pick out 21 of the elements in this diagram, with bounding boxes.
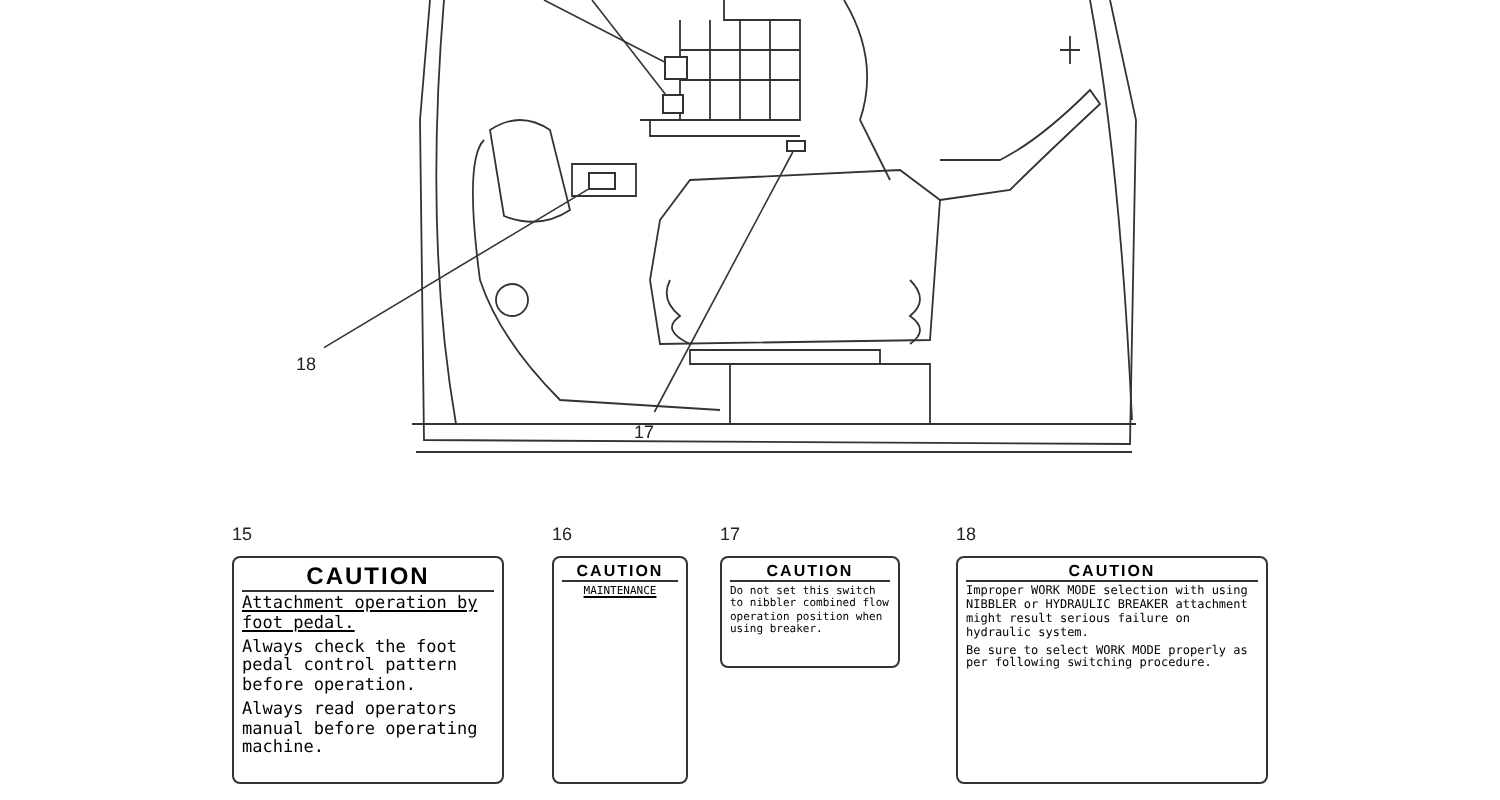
callout-number: 17 <box>720 524 741 544</box>
decal-plate <box>664 56 688 80</box>
decal-warning-text: Always read operators manual before operating machine. <box>242 701 480 761</box>
decal-warning-text: Always check the foot pedal control pattern before operation. <box>242 639 459 698</box>
callout-number: 18 <box>296 354 317 374</box>
caution-heading: CAUTION <box>730 562 890 582</box>
leader-line <box>543 0 665 63</box>
callout-number: 15 <box>232 524 253 544</box>
leader-line <box>323 188 589 349</box>
decal-plate <box>588 172 616 190</box>
caution-heading: CAUTION <box>562 562 678 582</box>
caution-heading: CAUTION <box>242 562 494 592</box>
callout-number: 18 <box>956 524 977 544</box>
decal-subheading: Attachment operation by foot pedal. <box>242 596 480 636</box>
leader-line <box>653 151 794 413</box>
caution-heading: CAUTION <box>966 562 1258 582</box>
decal-plate <box>786 140 806 152</box>
callout-number: 17 <box>634 422 655 442</box>
decal-plate <box>662 94 684 114</box>
callout-number: 16 <box>552 524 573 544</box>
leader-line <box>591 0 666 95</box>
